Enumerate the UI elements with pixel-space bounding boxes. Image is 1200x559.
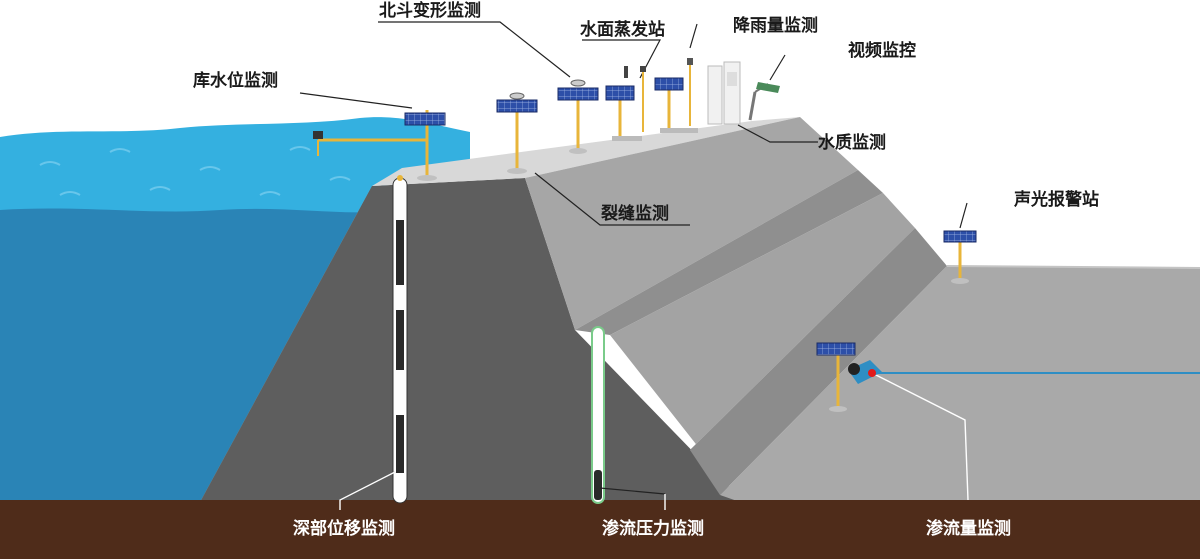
solar-panel-icon <box>605 85 635 101</box>
leader-lines-white <box>339 372 969 510</box>
label-water-quality: 水质监测 <box>818 133 886 153</box>
alarm-station <box>943 230 977 284</box>
rain-gauge-icon <box>654 58 698 133</box>
dam-berm-2 <box>690 228 947 495</box>
label-seepage-pressure: 渗流压力监测 <box>602 519 704 539</box>
solar-panel-icon <box>654 77 684 91</box>
piezometer-tube-icon <box>591 326 605 504</box>
label-evaporation: 水面蒸发站 <box>580 20 665 40</box>
label-water-level: 库水位监测 <box>193 71 278 91</box>
camera-icon <box>748 82 780 121</box>
leader-lines <box>299 21 968 501</box>
solar-panel-icon <box>816 342 856 356</box>
water-level-station <box>313 110 446 181</box>
weir-icon <box>848 360 882 384</box>
dam-lower-slope <box>720 266 1200 502</box>
inclinometer-tube-icon <box>392 175 408 504</box>
label-seepage-flow: 渗流量监测 <box>926 519 1011 539</box>
dam-upper-slope <box>525 117 858 330</box>
water-waves <box>39 146 351 196</box>
beidou-station-2 <box>557 79 599 154</box>
dam-berm-1 <box>575 170 883 335</box>
label-deep-displacement: 深部位移监测 <box>293 519 395 539</box>
label-beidou: 北斗变形监测 <box>379 1 481 21</box>
seepage-flow-station <box>816 342 882 412</box>
beidou-station-1 <box>496 92 538 174</box>
solar-panel-icon <box>496 99 538 113</box>
dam-mid-slope <box>610 193 915 500</box>
solar-panel-icon <box>557 87 599 101</box>
label-alarm: 声光报警站 <box>1014 190 1099 210</box>
solar-panel-icon <box>404 112 446 126</box>
ground <box>0 500 1200 559</box>
evaporation-station <box>605 66 646 141</box>
reservoir-deep <box>0 186 372 502</box>
solar-panel-icon <box>943 230 977 243</box>
label-rainfall: 降雨量监测 <box>733 16 818 36</box>
label-video: 视频监控 <box>848 41 916 61</box>
label-crack: 裂缝监测 <box>601 204 669 224</box>
water-quality-cabinet-icon <box>707 61 741 125</box>
